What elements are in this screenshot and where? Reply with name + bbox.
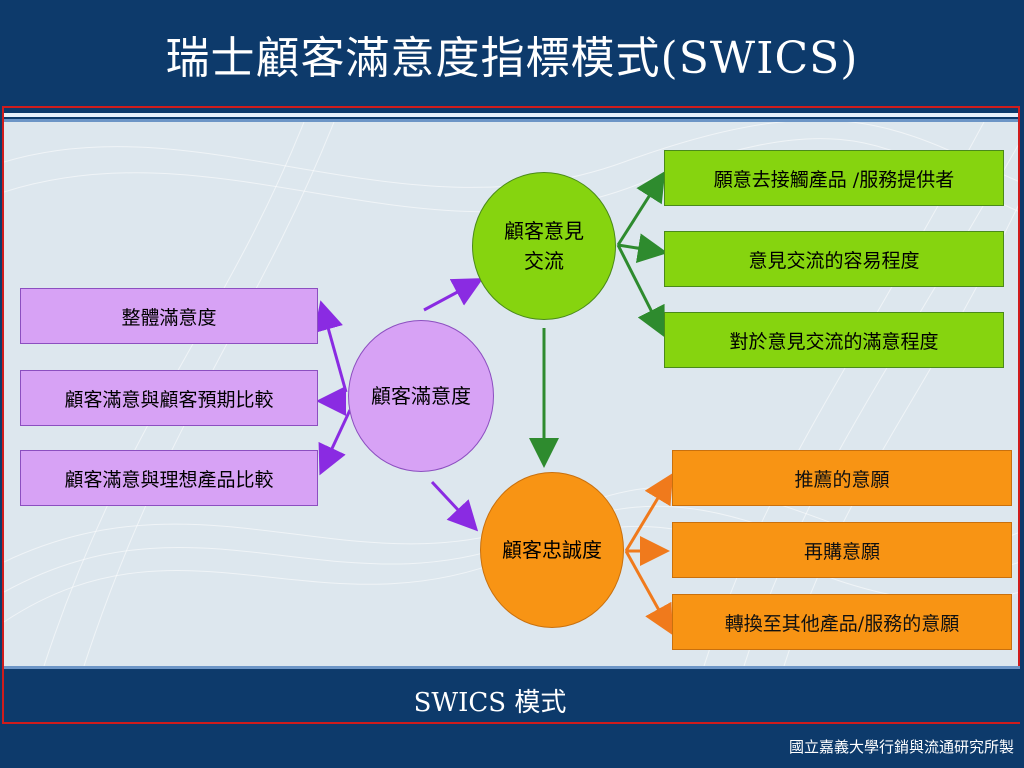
header-stripe: [4, 113, 1020, 117]
footer-title: SWICS 模式: [413, 688, 567, 718]
credit-text: 國立嘉義大學行銷與流通研究所製: [788, 738, 1014, 756]
loyalty-node: 顧客忠誠度: [480, 472, 624, 628]
satisfaction-item-1: 整體滿意度: [20, 288, 318, 344]
loyalty-item-1: 推薦的意願: [672, 450, 1012, 506]
satisfaction-item-2: 顧客滿意與顧客預期比較: [20, 370, 318, 426]
satisfaction-node-label: 顧客滿意度: [371, 384, 471, 408]
title-bar: [0, 0, 1024, 106]
satisfaction-node: 顧客滿意度: [348, 320, 494, 472]
footer-band: [4, 666, 1020, 722]
satisfaction-item-3: 顧客滿意與理想產品比較: [20, 450, 318, 506]
communication-node-label: 顧客意見 交流: [504, 219, 584, 273]
slide-title: 瑞士顧客滿意度指標模式(SWICS): [165, 33, 859, 84]
header-stripe-accent: [4, 119, 1020, 122]
content-frame: [2, 106, 1020, 724]
loyalty-node-label: 顧客忠誠度: [502, 538, 602, 562]
communication-item-1: 願意去接觸產品 /服務提供者: [664, 150, 1004, 206]
communication-node: 顧客意見 交流: [472, 172, 616, 320]
loyalty-item-2: 再購意願: [672, 522, 1012, 578]
communication-item-3: 對於意見交流的滿意程度: [664, 312, 1004, 368]
communication-item-2: 意見交流的容易程度: [664, 231, 1004, 287]
loyalty-item-3: 轉換至其他產品/服務的意願: [672, 594, 1012, 650]
